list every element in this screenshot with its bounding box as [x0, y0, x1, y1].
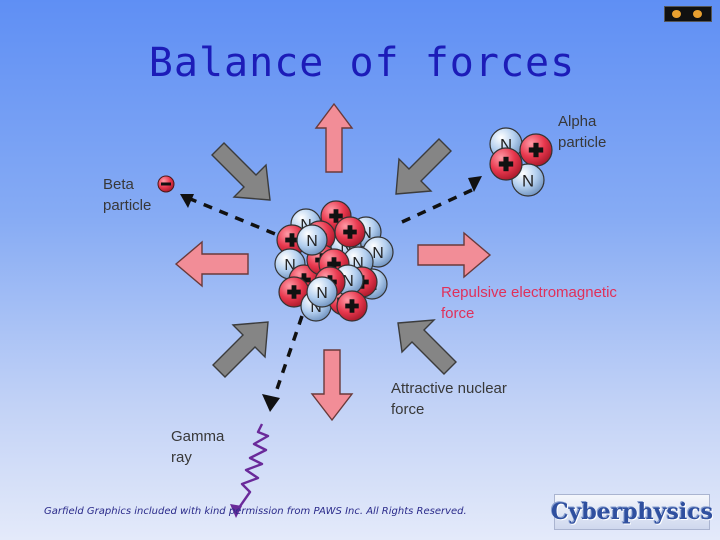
neutron-symbol: N	[340, 239, 351, 256]
repulsive-arrow-up	[314, 102, 354, 173]
cyberphysics-logo: Cyberphysics	[551, 494, 713, 530]
alpha-particle: NN	[489, 127, 553, 197]
proton	[334, 216, 366, 248]
proton	[489, 147, 523, 181]
footer-credit: Garfield Graphics included with kind per…	[44, 506, 467, 517]
neutron-symbol: N	[306, 233, 317, 250]
repulsive-force-label: Repulsive electromagnetic force	[441, 282, 617, 324]
gamma-label-line1: Gamma	[171, 428, 225, 445]
repulsive-label-line1: Repulsive electromagnetic	[441, 284, 617, 301]
neutron: N	[296, 224, 328, 256]
beta-trajectory	[187, 196, 281, 238]
beta-label-line2: particle	[103, 197, 152, 214]
neutron-symbol: N	[352, 255, 363, 272]
beta-label-line1: Beta	[103, 176, 134, 193]
neutron-symbol: N	[310, 299, 321, 316]
attractive-force-label: Attractive nuclear force	[391, 378, 507, 420]
beta-arrowhead	[180, 194, 194, 208]
alpha-particle-label: Alpha particle	[558, 111, 606, 153]
neutron-symbol: N	[360, 225, 371, 242]
gamma-arrowhead	[262, 394, 280, 412]
gamma-label-line2: ray	[171, 449, 192, 466]
alpha-trajectory	[401, 188, 473, 224]
beta-particle-label: Beta particle	[103, 174, 151, 216]
alpha-arrowhead	[468, 176, 482, 192]
gamma-ray-label: Gamma ray	[171, 426, 224, 468]
repulsive-arrow-right	[417, 231, 492, 279]
proton	[336, 290, 368, 322]
repulsive-arrow-left	[174, 240, 249, 288]
neutron-symbol: N	[342, 273, 353, 290]
attractive-arrow-bottom-right	[397, 319, 457, 375]
neutron: N	[306, 276, 338, 308]
neutron-symbol: N	[316, 285, 327, 302]
attractive-arrow-bottom-left	[212, 321, 269, 378]
neutron-symbol: N	[300, 217, 311, 234]
corner-badge	[664, 6, 712, 22]
alpha-label-line1: Alpha	[558, 113, 597, 130]
neutron-symbol: N	[284, 257, 295, 274]
proton	[519, 133, 553, 167]
gamma-trajectory	[274, 315, 304, 393]
slide-title: Balance of forces	[148, 40, 576, 86]
gamma-ray-wave-head	[230, 504, 242, 518]
attractive-arrow-top-left	[211, 142, 271, 201]
beta-particle	[157, 175, 175, 193]
repulsive-arrow-down	[310, 349, 354, 422]
attractive-label-line1: Attractive nuclear	[391, 380, 507, 397]
alpha-label-line2: particle	[558, 134, 607, 151]
neutron-symbol: N	[522, 171, 534, 190]
attractive-label-line2: force	[391, 401, 425, 418]
gamma-ray-wave	[235, 423, 270, 513]
neutron-symbol: N	[372, 245, 383, 262]
repulsive-label-line2: force	[441, 305, 475, 322]
attractive-arrow-top-right	[395, 138, 452, 195]
